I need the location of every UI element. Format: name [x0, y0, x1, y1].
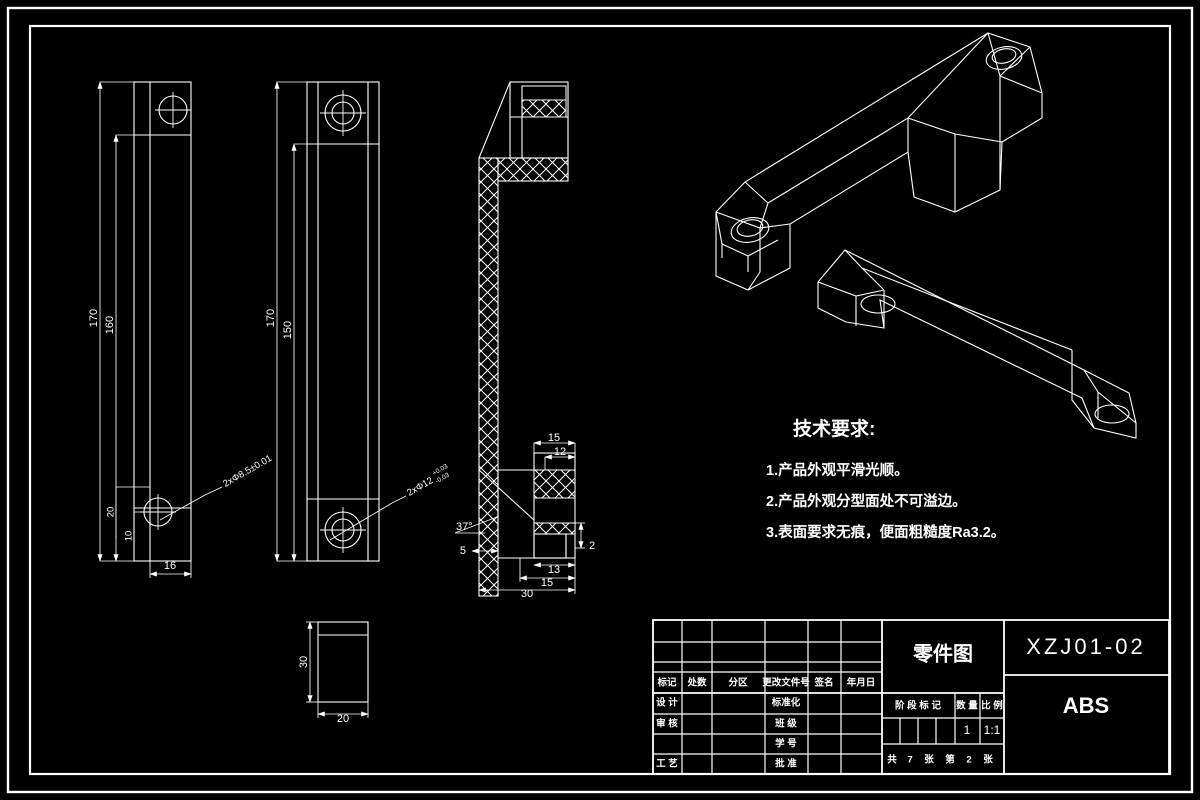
tb-header-change-doc: 更改文件号 [762, 677, 810, 689]
dim-section-lower-width: 13 [548, 564, 560, 576]
dim-bottom-height: 30 [298, 656, 310, 668]
dim-front-inner-height: 160 [104, 316, 116, 334]
sheet-border-inner [28, 24, 1172, 776]
tb-sheet-current: 2 [966, 755, 971, 766]
dim-front-hole-edge: 20 [106, 507, 117, 518]
section-view-geometry [478, 81, 576, 597]
section-view-dimensions [454, 440, 585, 594]
dim-section-overall-width: 30 [521, 588, 533, 600]
tb-drawing-title: 零件图 [912, 641, 973, 665]
dim-section-inner-width: 12 [554, 446, 566, 458]
bottom-view-geometry [317, 621, 369, 703]
tb-sheet-total-unit: 张 [924, 754, 934, 766]
tb-header-date: 年月日 [847, 677, 876, 689]
isometric-view-lower [817, 249, 1137, 439]
isometric-view-upper [715, 32, 1043, 291]
dim-section-top-width: 15 [548, 432, 560, 444]
tb-material: ABS [1063, 693, 1109, 718]
tb-role-student-id: 学 号 [775, 738, 797, 750]
tb-sheet-current-prefix: 第 [945, 754, 955, 766]
dim-section-offset: 5 [460, 545, 466, 557]
dim-side-overall-height: 170 [265, 309, 277, 327]
tb-role-approval: 批 准 [775, 758, 797, 770]
technical-note-1: 1.产品外观平滑光顺。 [766, 461, 909, 479]
dim-front-hole-center: 10 [124, 531, 135, 542]
tb-role-process: 工 艺 [656, 758, 678, 770]
dim-front-width: 16 [164, 560, 176, 572]
tb-sheet-current-unit: 张 [983, 754, 993, 766]
tb-role-review: 审 核 [656, 718, 678, 730]
tb-role-standardization: 标准化 [771, 697, 801, 709]
tb-stage-header: 阶 段 标 记 [895, 700, 941, 712]
tb-quantity-value: 1 [964, 723, 971, 737]
tb-role-class: 班 级 [775, 718, 797, 730]
callout-side-hole: 2xΦ12 [405, 475, 435, 499]
tb-drawing-code: XZJ01-02 [1026, 634, 1145, 659]
technical-note-2: 2.产品外观分型面处不可溢边。 [766, 492, 967, 510]
dim-section-angle: 37° [456, 521, 473, 533]
side-view-dimensions [274, 81, 407, 562]
callout-front-hole: 2xΦ8.5±0.01 [221, 453, 274, 490]
tb-header-zone: 分区 [728, 677, 748, 689]
dim-section-thickness: 2 [589, 540, 595, 552]
front-view-dimensions [97, 81, 223, 578]
tb-header-signature: 签名 [813, 677, 833, 689]
dim-bottom-width: 20 [337, 713, 349, 725]
tb-quantity-header: 数 量 [955, 700, 978, 712]
dim-section-bottom-width: 15 [541, 577, 553, 589]
dim-front-overall-height: 170 [88, 309, 100, 327]
technical-notes-title: 技术要求: [793, 417, 875, 440]
bottom-view-dimensions [306, 621, 369, 718]
tb-scale-value: 1:1 [984, 723, 1001, 737]
technical-note-3: 3.表面要求无痕，便面粗糙度Ra3.2。 [766, 523, 1005, 541]
tb-sheet-total: 7 [907, 755, 912, 766]
dim-side-inner-height: 150 [282, 321, 294, 339]
sheet-border-outer [6, 6, 1194, 794]
tb-header-mark: 标记 [656, 677, 677, 689]
tb-header-count: 处数 [686, 677, 707, 689]
tb-scale-header: 比 例 [981, 700, 1003, 712]
tb-role-design: 设 计 [656, 697, 678, 709]
tb-sheet-total-prefix: 共 [887, 754, 897, 766]
title-block-frame [652, 619, 1170, 775]
